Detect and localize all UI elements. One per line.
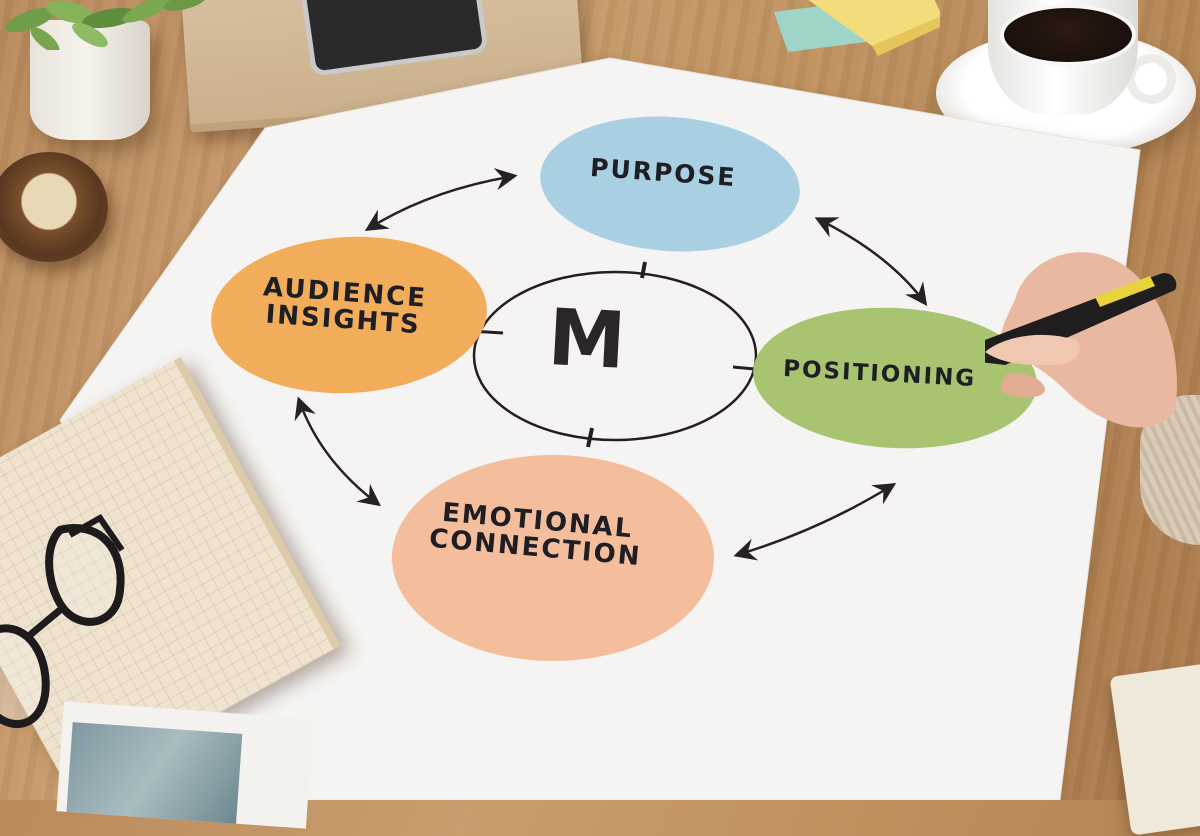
- audience-node-shape: [211, 236, 487, 394]
- arrow-positioning-emotional: [733, 483, 897, 561]
- purpose-node-shape: [540, 116, 800, 252]
- arrow-audience-purpose: [364, 167, 518, 231]
- marker-clip: [1095, 276, 1155, 307]
- cup-handle: [1126, 54, 1176, 104]
- hand-holding-marker: [985, 252, 1177, 428]
- paper-card: [1109, 660, 1200, 836]
- tick-bottom: [586, 427, 594, 448]
- tick-top: [640, 261, 647, 279]
- center-ring: [472, 270, 758, 442]
- plant-leaves: [5, 0, 207, 50]
- arrow-purpose-positioning: [814, 217, 928, 307]
- paper-clip-bowl: [0, 152, 108, 262]
- audience-insights-label: AUDIENCE INSIGHTS: [260, 272, 428, 340]
- photo-image: [66, 722, 243, 824]
- sticky-notes: [774, 0, 940, 56]
- eyeglasses: [0, 514, 125, 728]
- arrow-emotional-audience: [294, 396, 381, 507]
- emotional-node-shape: [392, 455, 714, 661]
- center-m-logo: M: [545, 293, 628, 387]
- diagram-poster: [59, 57, 1141, 800]
- positioning-node-shape: [753, 307, 1037, 449]
- photo-card: [56, 701, 314, 829]
- coffee: [1000, 4, 1136, 66]
